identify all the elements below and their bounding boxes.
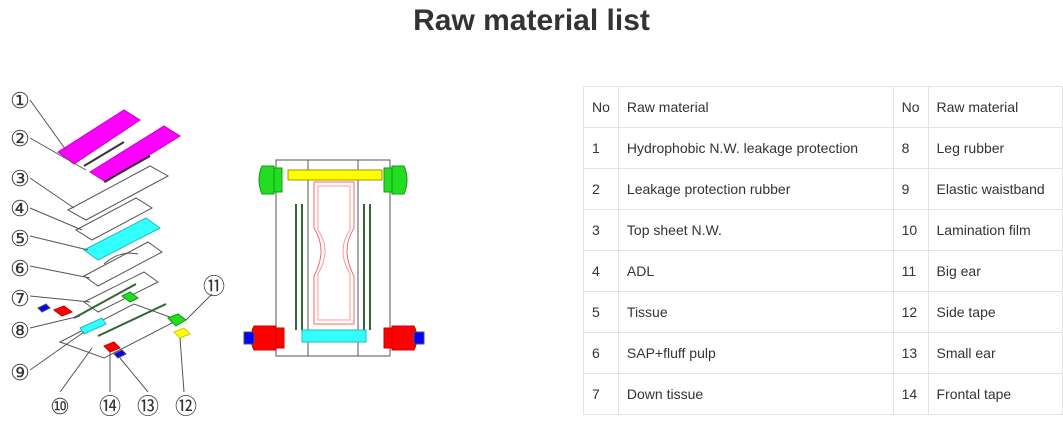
callout-8: ⑧: [10, 318, 30, 343]
layer-7-down-tissue: [83, 271, 159, 313]
layer-9-waistband: [97, 303, 167, 337]
raw-material-table: No Raw material No Raw material 1 Hydrop…: [583, 86, 1063, 415]
big-ear-top: [121, 291, 139, 303]
table-row: 3 Top sheet N.W. 10 Lamination film: [583, 209, 1063, 251]
table-row: 4 ADL 11 Big ear: [583, 250, 1063, 292]
table-row: 1 Hydrophobic N.W. leakage protection 8 …: [583, 127, 1063, 169]
side-tape-red-bottom: [103, 341, 121, 353]
flat-big-ear-right: [391, 165, 408, 195]
row-material: ADL: [617, 250, 894, 292]
callout-6: ⑥: [10, 256, 30, 281]
layer-4-adl: [75, 197, 153, 241]
side-tape-blue-left: [37, 303, 51, 313]
callout-1: ①: [10, 88, 30, 113]
side-tape-red-left: [52, 305, 74, 317]
flat-side-tape-right: [391, 325, 418, 351]
row-material-2: Leg rubber: [927, 127, 1063, 169]
header-no: No: [583, 86, 619, 128]
page-title: Raw material list: [413, 4, 650, 37]
table-row: 5 Tissue 12 Side tape: [583, 291, 1063, 333]
row-material-2: Small ear: [927, 332, 1063, 374]
row-no: 7: [583, 373, 619, 415]
layer-frontal-strip: [79, 317, 107, 335]
layer-6-pulp-core: [103, 252, 139, 265]
table-row: 7 Down tissue 14 Frontal tape: [583, 373, 1063, 415]
table-row: 2 Leakage protection rubber 9 Elastic wa…: [583, 168, 1063, 210]
callout-12: ⑫: [175, 394, 197, 419]
row-no-2: 12: [892, 291, 929, 333]
row-no-2: 9: [892, 168, 929, 210]
table-row: 6 SAP+fluff pulp 13 Small ear: [583, 332, 1063, 374]
row-material: Tissue: [617, 291, 894, 333]
row-material: Hydrophobic N.W. leakage protection: [617, 127, 894, 169]
row-material: SAP+fluff pulp: [617, 332, 894, 374]
row-material-2: Big ear: [927, 250, 1063, 292]
row-material-2: Side tape: [927, 291, 1063, 333]
flat-big-ear-left: [258, 165, 275, 195]
layer-2-line-a: [83, 141, 125, 167]
row-no-2: 10: [892, 209, 929, 251]
callouts: ① ② ③ ④ ⑤ ⑥ ⑦ ⑧ ⑨ ⑩ ⑭ ⑬ ⑫ ⑪: [10, 88, 225, 419]
row-no: 4: [583, 250, 619, 292]
callout-9: ⑨: [10, 360, 30, 385]
side-tape-blue-bottom: [113, 349, 127, 359]
flat-chassis: [275, 159, 391, 357]
header-material-2: Raw material: [927, 86, 1063, 128]
layer-3-sheet: [66, 165, 170, 221]
diaper-diagram: ① ② ③ ④ ⑤ ⑥ ⑦ ⑧ ⑨ ⑩ ⑭ ⑬ ⑫ ⑪: [10, 88, 425, 419]
row-no: 5: [583, 291, 619, 333]
row-no: 2: [583, 168, 619, 210]
callout-7: ⑦: [10, 286, 30, 311]
layer-5-tissue: [83, 217, 161, 261]
callout-2: ②: [10, 126, 30, 151]
table-header-row: No Raw material No Raw material: [583, 86, 1063, 128]
exploded-view: [29, 99, 213, 393]
callout-14: ⑭: [99, 394, 121, 419]
layer-10-film: [58, 303, 180, 359]
row-material: Down tissue: [617, 373, 894, 415]
row-no: 1: [583, 127, 619, 169]
flat-waistband: [287, 169, 383, 181]
row-material-2: Elastic waistband: [927, 168, 1063, 210]
layer-1-strip-b: [89, 125, 181, 183]
row-no: 6: [583, 332, 619, 374]
row-material-2: Frontal tape: [927, 373, 1063, 415]
callout-4: ④: [10, 196, 30, 221]
flat-frontal-strip: [301, 329, 367, 343]
row-material: Top sheet N.W.: [617, 209, 894, 251]
header-material: Raw material: [617, 86, 894, 128]
layer-8-leg-rubber: [73, 283, 137, 319]
row-no: 3: [583, 209, 619, 251]
callout-10: ⑩: [50, 394, 70, 419]
callout-5: ⑤: [10, 226, 30, 251]
row-no-2: 14: [892, 373, 929, 415]
row-material: Leakage protection rubber: [617, 168, 894, 210]
flat-core-outline: [313, 181, 355, 325]
callout-11: ⑪: [203, 274, 225, 299]
row-material-2: Lamination film: [927, 209, 1063, 251]
flat-side-tape-left: [250, 325, 277, 351]
flat-view: [243, 159, 425, 357]
callout-13: ⑬: [137, 394, 159, 419]
callout-3: ③: [10, 166, 30, 191]
layer-2-line-b: [103, 155, 151, 183]
header-no-2: No: [892, 86, 929, 128]
row-no-2: 13: [892, 332, 929, 374]
row-no-2: 11: [892, 250, 929, 292]
row-no-2: 8: [892, 127, 929, 169]
frontal-tape-yellow: [173, 327, 191, 339]
